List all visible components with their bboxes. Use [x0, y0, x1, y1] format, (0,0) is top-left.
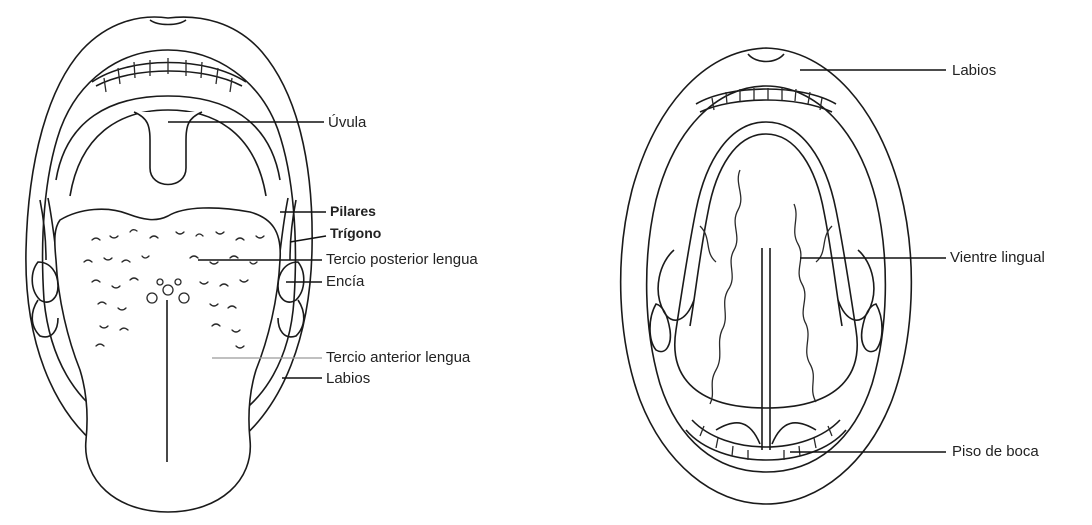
label-encia: Encía	[326, 273, 364, 291]
label-tercio-anterior: Tercio anterior lengua	[326, 349, 470, 367]
label-labios-left: Labios	[326, 370, 370, 388]
label-vientre-lingual: Vientre lingual	[950, 249, 1045, 267]
label-trigono: Trígono	[330, 224, 381, 242]
label-piso-de-boca: Piso de boca	[952, 443, 1039, 461]
label-tercio-posterior: Tercio posterior lengua	[326, 251, 478, 269]
label-uvula: Úvula	[328, 114, 366, 132]
label-pilares: Pilares	[330, 202, 376, 220]
label-labios-right: Labios	[952, 62, 996, 80]
